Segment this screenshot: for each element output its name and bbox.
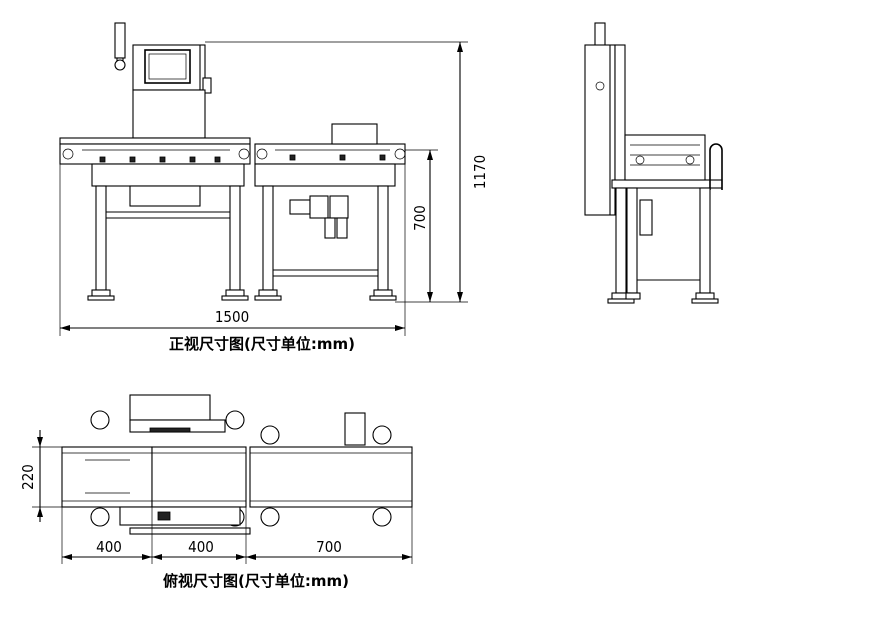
dim-seg3: 700 — [316, 538, 342, 556]
dim-seg1: 400 — [96, 538, 122, 556]
dim-seg2: 400 — [188, 538, 214, 556]
side-view — [584, 22, 723, 304]
dim-total-length: 1500 — [215, 308, 249, 326]
top-view-caption: 俯视尺寸图(尺寸单位:mm) — [163, 572, 349, 590]
front-view-caption: 正视尺寸图(尺寸单位:mm) — [169, 335, 355, 353]
dim-width: 220 — [19, 464, 37, 490]
top-view: 220 400 400 700 俯视尺寸图(尺寸单位:mm) — [19, 394, 413, 590]
front-view: 1170 700 1500 正视尺寸图(尺寸单位:mm) — [59, 22, 489, 353]
dim-table-height: 700 — [411, 205, 429, 231]
dim-total-height: 1170 — [471, 155, 489, 189]
